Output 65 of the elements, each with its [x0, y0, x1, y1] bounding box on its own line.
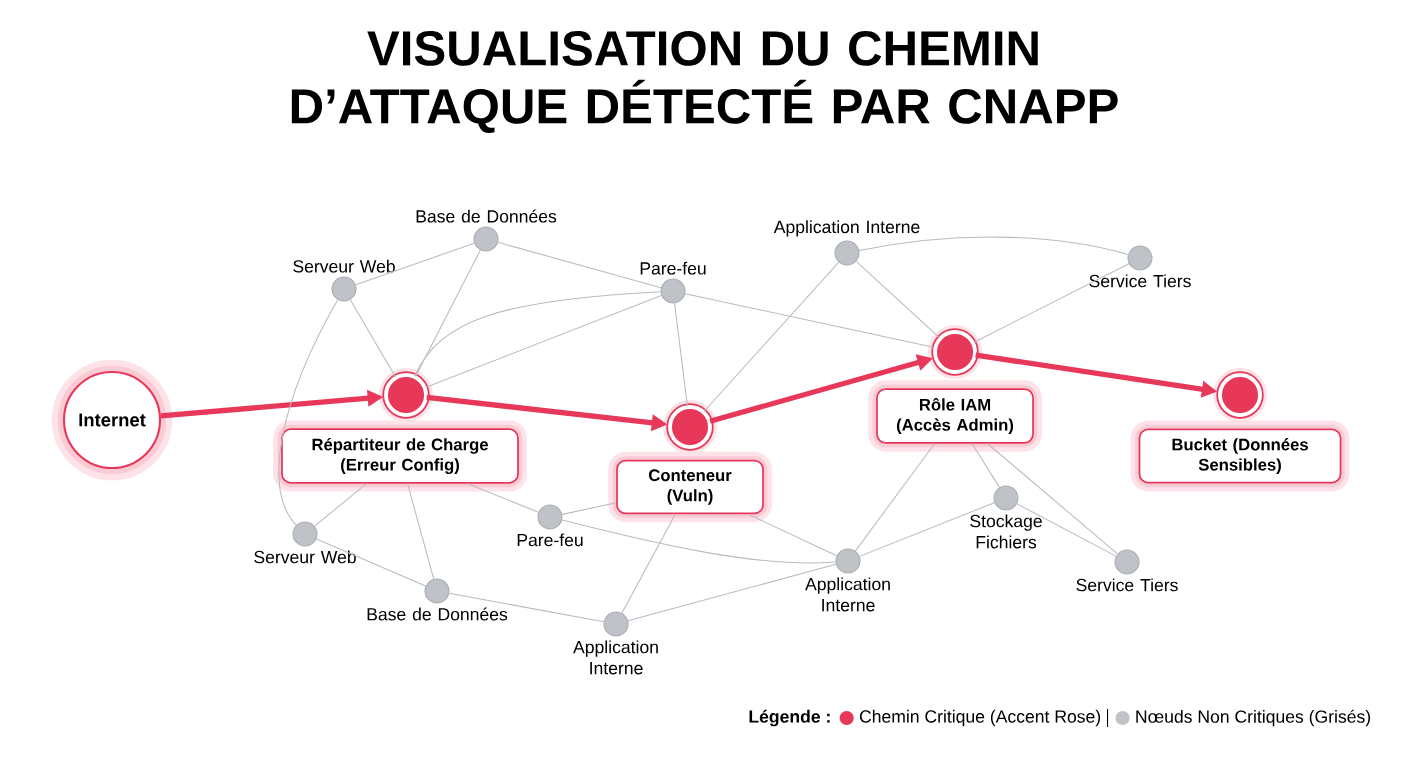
network-node: Service Tiers [1076, 549, 1178, 592]
network-node: Application Interne [805, 548, 890, 612]
connection-line [415, 249, 481, 377]
label-box: Bucket (Données Sensibles) [1130, 420, 1350, 492]
network-node: Stockage Fichiers [970, 485, 1042, 549]
critical-node [379, 368, 434, 423]
connection-line [858, 236, 1129, 256]
connection-line [973, 263, 1130, 344]
connection-line [684, 293, 936, 349]
connection-line [561, 519, 837, 564]
connection-line [424, 295, 662, 388]
node-label: Base de Données [416, 209, 557, 223]
node-label: Base de Données [367, 607, 508, 621]
network-node: Application Interne [573, 611, 658, 675]
node-label: Stockage Fichiers [970, 514, 1042, 549]
legend-text: Chemin Critique (Accent Rose) [859, 709, 1101, 727]
connection-line [703, 261, 840, 413]
label-box: Rôle IAM (Accès Admin) [868, 380, 1042, 452]
connection-line [621, 513, 676, 614]
node-label: Serveur Web [254, 550, 356, 564]
connection-line [747, 513, 838, 557]
connection-line [349, 299, 396, 378]
legend-text: Nœuds Non Critiques (Grisés) [1136, 709, 1371, 727]
node-label: Serveur Web [293, 259, 395, 273]
connection-line [854, 443, 936, 552]
connection-line [987, 443, 1118, 555]
network-node: Serveur Web [293, 259, 395, 302]
node-label: Service Tiers [1076, 578, 1178, 592]
connection-line [314, 483, 367, 527]
node-label: Service Tiers [1089, 274, 1191, 288]
connection-line [316, 538, 427, 587]
network-node: Serveur Web [254, 521, 356, 564]
connection-line [497, 241, 662, 289]
connection-line [414, 291, 662, 377]
critical-node [1213, 368, 1268, 423]
connection-line [407, 483, 435, 580]
connection-line [561, 502, 617, 515]
network-node: Base de Données [367, 578, 508, 621]
connection-line [1016, 503, 1117, 557]
label-box: Répartiteur de Charge (Erreur Config) [273, 420, 527, 492]
network-node: Application Interne [773, 220, 920, 266]
node-label: Pare-feu [517, 533, 583, 547]
connection-line [674, 302, 688, 407]
network-node: Pare-feu [517, 504, 583, 547]
connection-line [448, 592, 605, 623]
critical-node [663, 400, 718, 455]
connection-line [467, 483, 539, 513]
critical-node [928, 325, 983, 380]
node-label: Application Interne [773, 220, 920, 237]
connection-line [355, 242, 475, 286]
title: VISUALISATION DU CHEMIN D’ATTAQUE DÉTECTÉ PAR CNAPP [291, 31, 1118, 133]
network-node: Pare-feu [640, 261, 706, 304]
connection-line [855, 260, 941, 339]
node-label: Application Interne [805, 577, 890, 612]
connection-line [859, 502, 995, 557]
node-label: Pare-feu [640, 261, 706, 275]
internet-node: Internet [51, 359, 173, 481]
network-node: Base de Données [416, 209, 557, 252]
connection-line [278, 299, 339, 526]
connection-line [971, 443, 1000, 488]
legend-heading: Légende : [749, 709, 830, 727]
connection-line [627, 563, 837, 622]
node-label: Application Interne [573, 640, 658, 675]
label-box: Conteneur (Vuln) [608, 451, 772, 523]
network-node: Service Tiers [1089, 245, 1191, 288]
